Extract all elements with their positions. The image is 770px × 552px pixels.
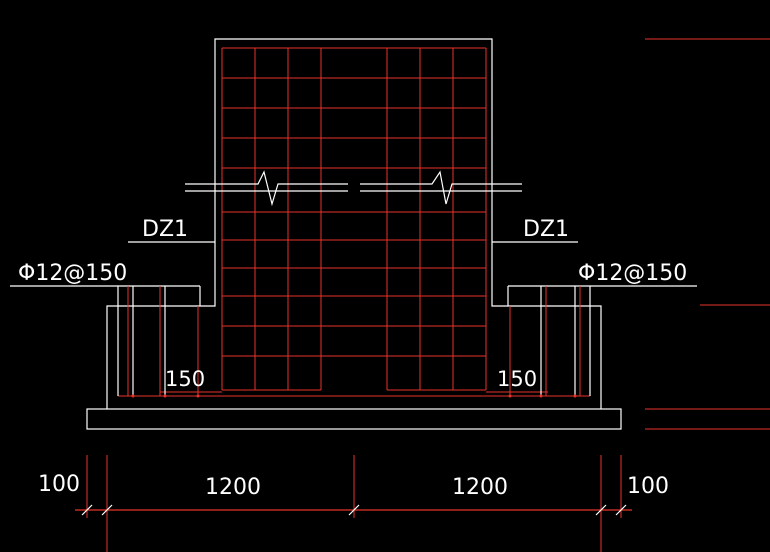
column-label-left: DZ1 xyxy=(142,217,188,242)
dimension-right-edge: 100 xyxy=(627,474,669,499)
dimension-lines xyxy=(75,455,632,552)
break-line-left xyxy=(185,170,348,207)
spacing-label-right: 150 xyxy=(497,367,537,391)
label-leaders xyxy=(10,241,697,287)
dimension-left-edge: 100 xyxy=(38,472,80,497)
spacing-label-left: 150 xyxy=(165,367,205,391)
dimension-left-span: 1200 xyxy=(205,475,261,500)
pedestal-rebar xyxy=(127,286,581,398)
dimension-right-span: 1200 xyxy=(452,475,508,500)
rebar-label-right: Φ12@150 xyxy=(578,261,687,286)
rebar-label-left: Φ12@150 xyxy=(18,261,127,286)
column-outline xyxy=(199,38,509,307)
edge-reference-lines xyxy=(645,38,770,430)
break-line-right xyxy=(360,170,522,205)
foundation-outline xyxy=(86,285,622,430)
column-rebar-grid xyxy=(118,47,590,397)
column-label-right: DZ1 xyxy=(523,217,569,242)
